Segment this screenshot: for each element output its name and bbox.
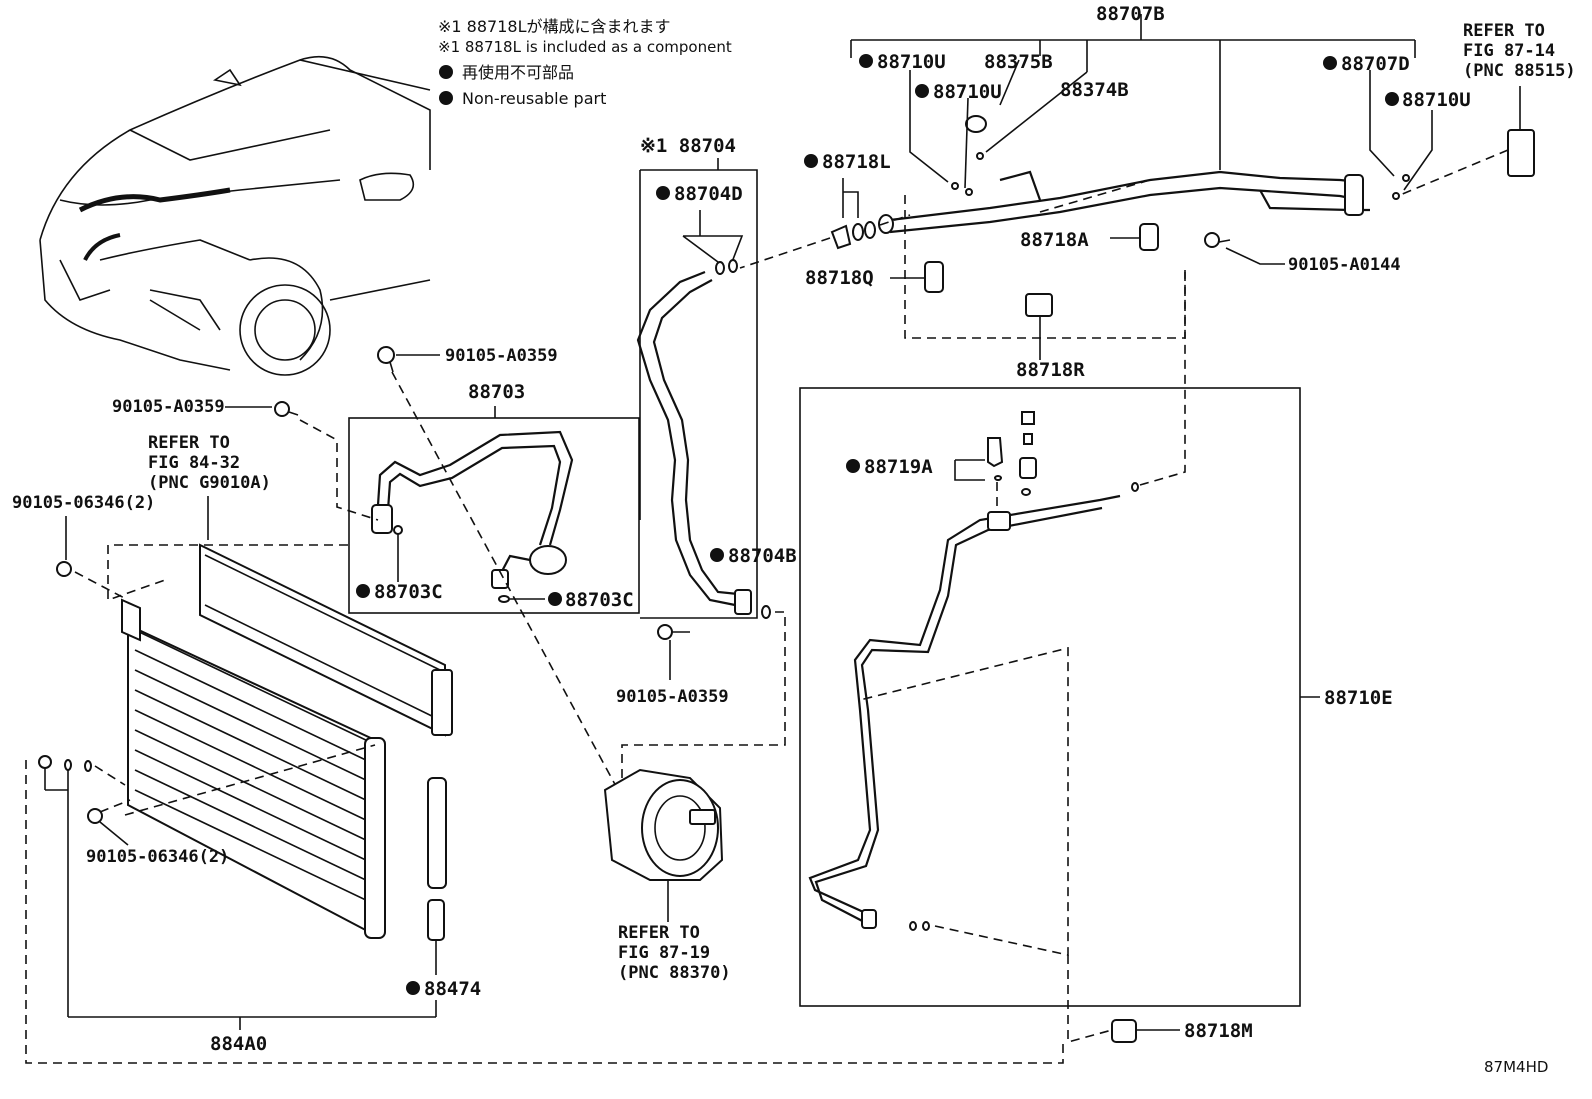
condenser-884A0: [121, 598, 386, 939]
non-reusable-dot-icon: [406, 981, 420, 995]
bolt-90105-A0359: [377, 346, 395, 364]
label-90105-A0359-b: 90105-A0359: [112, 397, 225, 417]
non-reusable-dot-icon: [439, 65, 453, 79]
refer-87-14-line2: FIG 87-14: [1463, 41, 1555, 61]
label-88718A: 88718A: [1020, 229, 1089, 251]
note-nonreusable-jp: 再使用不可部品: [462, 63, 574, 82]
label-88718Q: 88718Q: [805, 267, 874, 289]
refer-87-19-line2: FIG 87-19: [618, 943, 710, 963]
non-reusable-dot-icon: [439, 91, 453, 105]
bolt-90105-A0144: [1204, 232, 1220, 248]
label-88710E: 88710E: [1324, 687, 1393, 709]
refer-84-32-line1: REFER TO: [148, 433, 230, 453]
refer-87-14-line3: (PNC 88515): [1463, 61, 1576, 81]
label-88704: ※1 88704: [640, 135, 736, 157]
label-88719A: 88719A: [864, 456, 933, 478]
label-88703C-b: 88703C: [565, 589, 634, 611]
non-reusable-dot-icon: [915, 84, 929, 98]
label-88718M: 88718M: [1184, 1020, 1253, 1042]
clamp-88718M: [1111, 1019, 1137, 1043]
pipe-88710E: [808, 494, 1121, 929]
bolt-90105-A0359: [657, 624, 673, 640]
bolt-90105-06346: [87, 808, 103, 824]
non-reusable-dot-icon: [859, 54, 873, 68]
label-88374B: 88374B: [1060, 79, 1129, 101]
refer-87-14-line1: REFER TO: [1463, 21, 1545, 41]
label-90105-A0359-a: 90105-A0359: [445, 346, 558, 366]
clip-88718Q: [924, 261, 944, 293]
label-88703C-a: 88703C: [374, 581, 443, 603]
refer-84-32-line2: FIG 84-32: [148, 453, 240, 473]
label-90105-06346-b: 90105-06346(2): [86, 847, 229, 867]
label-88710U-a: 88710U: [877, 51, 946, 73]
non-reusable-dot-icon: [1323, 56, 1337, 70]
label-88703: 88703: [468, 381, 525, 403]
bolt-90105-A0359: [274, 401, 290, 417]
label-88707D: 88707D: [1341, 53, 1410, 75]
label-90105-06346-a: 90105-06346(2): [12, 493, 155, 513]
non-reusable-dot-icon: [804, 154, 818, 168]
refer-87-19-line1: REFER TO: [618, 923, 700, 943]
pipe-88707B: [850, 14, 1433, 234]
label-90105-A0359-c: 90105-A0359: [616, 687, 729, 707]
label-884A0: 884A0: [210, 1033, 267, 1055]
clip-88718A: [1139, 223, 1159, 251]
label-88707B: 88707B: [1096, 3, 1165, 25]
radiator-upper: [199, 543, 453, 737]
box-88703: [348, 417, 640, 614]
cap-nut: [1021, 411, 1035, 425]
non-reusable-dot-icon: [548, 592, 562, 606]
label-88710U-c: 88710U: [1402, 89, 1471, 111]
label-88704B: 88704B: [728, 545, 797, 567]
label-90105-A0144: 90105-A0144: [1288, 255, 1401, 275]
compressor: [603, 768, 724, 881]
non-reusable-dot-icon: [846, 459, 860, 473]
note-component-en: ※1 88718L is included as a component: [438, 38, 732, 56]
refer-84-32-line3: (PNC G9010A): [148, 473, 271, 493]
refer-87-19-line3: (PNC 88370): [618, 963, 731, 983]
label-88704D: 88704D: [674, 183, 743, 205]
label-88710U-b: 88710U: [933, 81, 1002, 103]
note-component-jp: ※1 88718Lが構成に含まれます: [438, 17, 671, 36]
cushion-88474: [427, 899, 445, 941]
label-88718R: 88718R: [1016, 359, 1085, 381]
evaporator-connector: [1507, 129, 1535, 177]
diagram-code: 87M4HD: [1484, 1058, 1548, 1076]
clip-88718R: [1025, 293, 1053, 317]
switch-88719A: [987, 437, 1004, 468]
non-reusable-dot-icon: [1385, 92, 1399, 106]
legend: ※1 88718Lが構成に含まれます ※1 88718L is included…: [438, 17, 732, 108]
cap-88375B: [965, 115, 987, 133]
clamp-88718L: [830, 224, 852, 250]
non-reusable-dot-icon: [710, 548, 724, 562]
bolt-90105-06346: [56, 561, 72, 577]
label-88375B: 88375B: [984, 51, 1053, 73]
vehicle-sketch: [39, 55, 431, 376]
non-reusable-dot-icon: [656, 186, 670, 200]
label-88474: 88474: [424, 978, 481, 1000]
label-88718L: 88718L: [822, 151, 891, 173]
note-nonreusable-en: Non-reusable part: [462, 89, 606, 108]
non-reusable-dot-icon: [356, 584, 370, 598]
